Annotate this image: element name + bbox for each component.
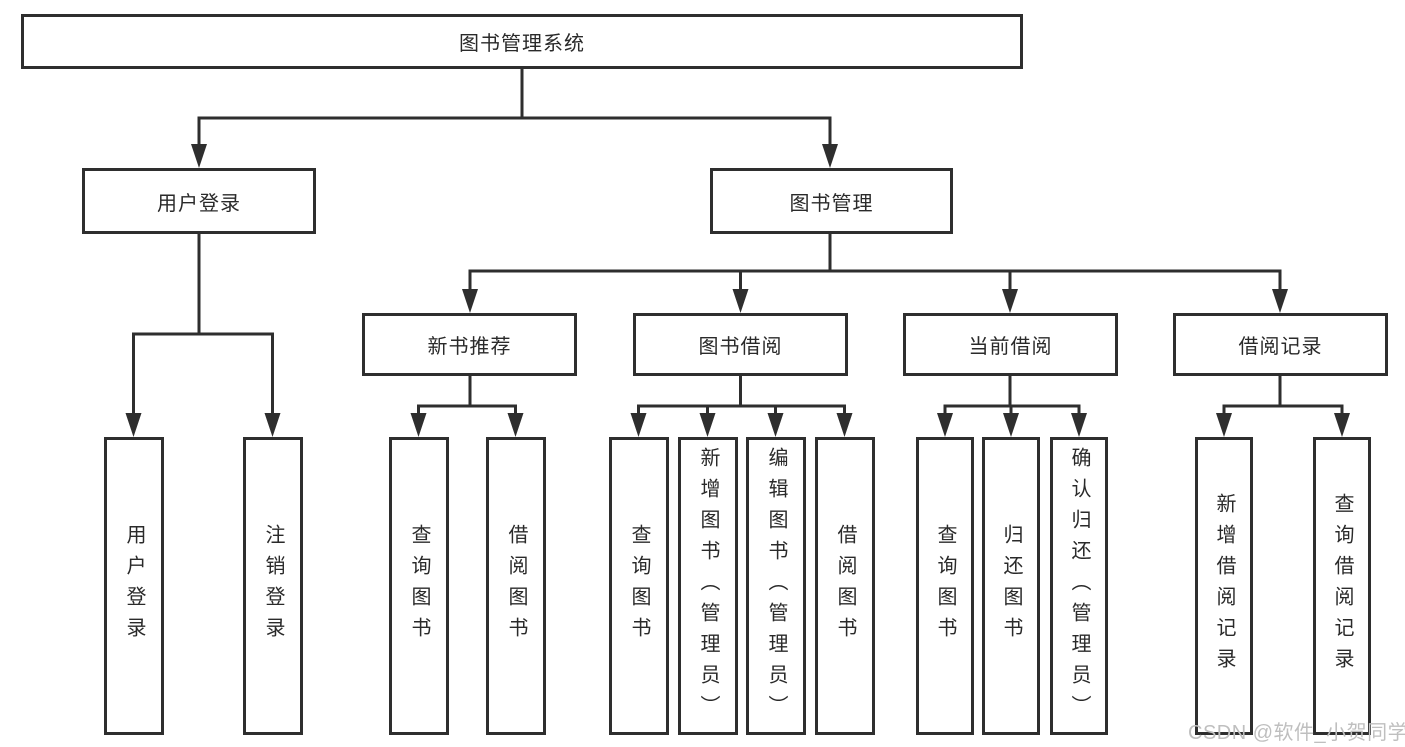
connector-user-login-rail <box>132 332 274 418</box>
node-user-login-label: 用户登录 <box>157 192 241 215</box>
node-user-login: 用户登录 <box>82 168 316 234</box>
leaf-user-login-label: 用户登录 <box>123 524 145 648</box>
leaf-add-book-admin: 新增图书（管理员） <box>678 437 738 735</box>
csdn-watermark: CSDN @软件_小贺同学 <box>1188 722 1405 744</box>
arrowhead <box>732 289 749 313</box>
arrowhead <box>410 413 427 437</box>
arrowhead <box>507 413 524 437</box>
node-new-book-recommend-label: 新书推荐 <box>427 336 512 358</box>
leaf-query-book-current: 查询图书 <box>916 437 974 735</box>
leaf-query-book-recommend: 查询图书 <box>389 437 449 735</box>
node-new-book-recommend: 新书推荐 <box>362 313 577 376</box>
node-borrow-records-label: 借阅记录 <box>1238 336 1323 358</box>
connector-level2-rail <box>197 116 832 150</box>
arrowhead <box>462 289 478 313</box>
leaf-user-login: 用户登录 <box>104 437 164 735</box>
connector-current-borrow-rail <box>943 404 1081 418</box>
node-book-borrow-label: 图书借阅 <box>698 336 783 358</box>
arrowhead <box>699 413 716 437</box>
leaf-query-book-borrow: 查询图书 <box>609 437 669 735</box>
arrowhead <box>1002 289 1018 313</box>
leaf-borrow-book-recommend: 借阅图书 <box>486 437 546 735</box>
node-current-borrow: 当前借阅 <box>903 313 1118 376</box>
leaf-query-book-borrow-label: 查询图书 <box>628 524 650 648</box>
arrowhead <box>836 413 853 437</box>
leaf-add-borrow-record: 新增借阅记录 <box>1195 437 1253 735</box>
leaf-add-borrow-record-label: 新增借阅记录 <box>1213 493 1235 679</box>
leaf-borrow-book-label: 借阅图书 <box>834 524 856 648</box>
arrowhead <box>1003 413 1019 437</box>
leaf-confirm-return-admin: 确认归还（管理员） <box>1050 437 1108 735</box>
node-current-borrow-label: 当前借阅 <box>968 336 1053 358</box>
node-root-system: 图书管理系统 <box>21 14 1023 69</box>
leaf-borrow-book: 借阅图书 <box>815 437 875 735</box>
node-book-management-label: 图书管理 <box>789 192 874 215</box>
leaf-return-book: 归还图书 <box>982 437 1040 735</box>
connector-borrow-records-rail <box>1222 404 1344 418</box>
arrowhead <box>1071 413 1087 437</box>
connector-new-book-rail <box>417 404 517 418</box>
leaf-logout-label: 注销登录 <box>262 524 284 648</box>
leaf-query-borrow-record-label: 查询借阅记录 <box>1331 493 1353 679</box>
arrowhead <box>822 144 838 168</box>
node-borrow-records: 借阅记录 <box>1173 313 1388 376</box>
arrowhead <box>264 413 281 437</box>
arrowhead <box>191 144 207 168</box>
arrowhead <box>767 413 784 437</box>
leaf-return-book-label: 归还图书 <box>1000 524 1022 648</box>
leaf-edit-book-admin: 编辑图书（管理员） <box>746 437 806 735</box>
leaf-logout: 注销登录 <box>243 437 303 735</box>
leaf-edit-book-admin-label: 编辑图书（管理员） <box>765 446 787 726</box>
leaf-add-book-admin-label: 新增图书（管理员） <box>697 446 719 726</box>
connector-book-borrow-rail <box>637 404 846 418</box>
leaf-confirm-return-admin-label: 确认归还（管理员） <box>1068 446 1090 726</box>
connector-level3-rail <box>468 269 1282 294</box>
arrowhead <box>1334 413 1350 437</box>
arrowhead <box>1216 413 1232 437</box>
node-book-management: 图书管理 <box>710 168 953 234</box>
arrowhead <box>630 413 647 437</box>
arrowhead <box>1272 289 1288 313</box>
leaf-query-book-current-label: 查询图书 <box>934 524 956 648</box>
leaf-query-book-recommend-label: 查询图书 <box>408 524 430 648</box>
node-book-borrow: 图书借阅 <box>633 313 848 376</box>
node-root-label: 图书管理系统 <box>459 33 585 55</box>
arrowhead <box>937 413 953 437</box>
leaf-borrow-book-recommend-label: 借阅图书 <box>505 524 527 648</box>
arrowhead <box>125 413 142 437</box>
leaf-query-borrow-record: 查询借阅记录 <box>1313 437 1371 735</box>
